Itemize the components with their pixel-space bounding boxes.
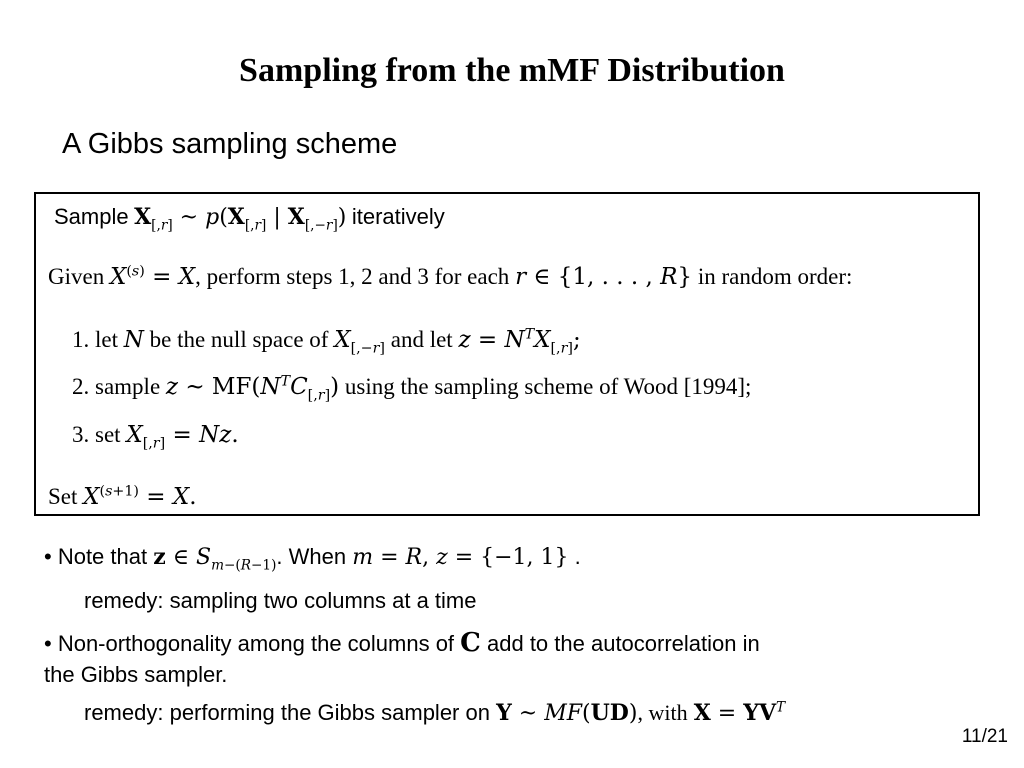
remedy-2: remedy: performing the Gibbs sampler on … [84, 700, 785, 726]
note-2-symbol-c: C [460, 628, 481, 658]
slide-title: Sampling from the mMF Distribution [239, 52, 785, 89]
given-prefix: Given [48, 264, 105, 289]
sample-statement: Sample X[,r] ~ p(X[,r] | X[,−r]) iterati… [54, 204, 445, 234]
step-1-formula-z: z = NTX[,r]; [458, 326, 581, 357]
note-2-line-1: • Non-orthogonality among the columns of… [44, 628, 760, 658]
step-3-formula: X[,r] = Nz. [126, 422, 239, 452]
note-2-line-2: the Gibbs sampler. [44, 662, 228, 687]
given-set-formula: r ∈ {1, . . . , R} [515, 264, 693, 290]
note-1-formula-a: z ∈ Sm−(R−1) [153, 544, 277, 574]
step-1-symbol-n: N [123, 327, 144, 353]
step-3: 3. set X[,r] = Nz. [72, 422, 239, 452]
note-2-prefix: • Non-orthogonality among the columns of [44, 631, 455, 656]
note-1-prefix: • Note that [44, 544, 148, 569]
algorithm-box: Sample X[,r] ~ p(X[,r] | X[,−r]) iterati… [34, 192, 980, 516]
step-3-number: 3. [72, 422, 90, 447]
step-2-formula: z ~ MF(NTC[,r]) [165, 373, 340, 404]
set-formula: X(s+1) = X. [83, 483, 197, 510]
page-number: 11/21 [961, 726, 1008, 747]
slide-subtitle: A Gibbs sampling scheme [62, 128, 398, 160]
step-1-number: 1. [72, 327, 90, 352]
remedy-1: remedy: sampling two columns at a time [84, 588, 477, 613]
step-3-text-a: set [95, 422, 121, 447]
sample-formula: X[,r] ~ p(X[,r] | X[,−r]) [134, 204, 347, 234]
note-1-formula-b: m = R, z = {−1, 1} [352, 545, 569, 570]
step-2-text-a: sample [95, 374, 161, 399]
step-2-number: 2. [72, 374, 90, 399]
step-2: 2. sample z ~ MF(NTC[,r]) using the samp… [72, 373, 752, 404]
set-statement: Set X(s+1) = X. [48, 484, 197, 510]
note-1: • Note that z ∈ Sm−(R−1). When m = R, z … [44, 544, 581, 574]
given-mid: , perform steps 1, 2 and 3 for each [195, 264, 510, 289]
given-suffix: in random order: [697, 264, 853, 289]
sample-prefix: Sample [54, 204, 129, 229]
step-1-formula-x: X[,−r] [334, 327, 385, 357]
remedy-2-prefix: remedy: performing the Gibbs sampler on [84, 700, 490, 725]
note-1-mid: . When [276, 544, 347, 569]
step-2-text-b: using the sampling scheme of Wood [1994]… [344, 374, 752, 399]
step-1-text-b: be the null space of [149, 327, 329, 352]
remedy-2-formula-b: X = YVT [693, 699, 786, 726]
sample-suffix: iteratively [351, 204, 445, 229]
remedy-2-with: , with [637, 700, 688, 725]
step-1: 1. let N be the null space of X[,−r] and… [72, 326, 581, 357]
remedy-2-formula-a: Y ~ MF(UD) [496, 700, 638, 726]
given-formula: X(s) = X [109, 263, 196, 290]
given-statement: Given X(s) = X, perform steps 1, 2 and 3… [48, 264, 852, 290]
note-1-end: . [574, 544, 581, 569]
step-1-text-c: and let [390, 327, 453, 352]
set-prefix: Set [48, 484, 78, 509]
step-1-text-a: let [95, 327, 118, 352]
note-2-suffix: add to the autocorrelation in [487, 631, 760, 656]
